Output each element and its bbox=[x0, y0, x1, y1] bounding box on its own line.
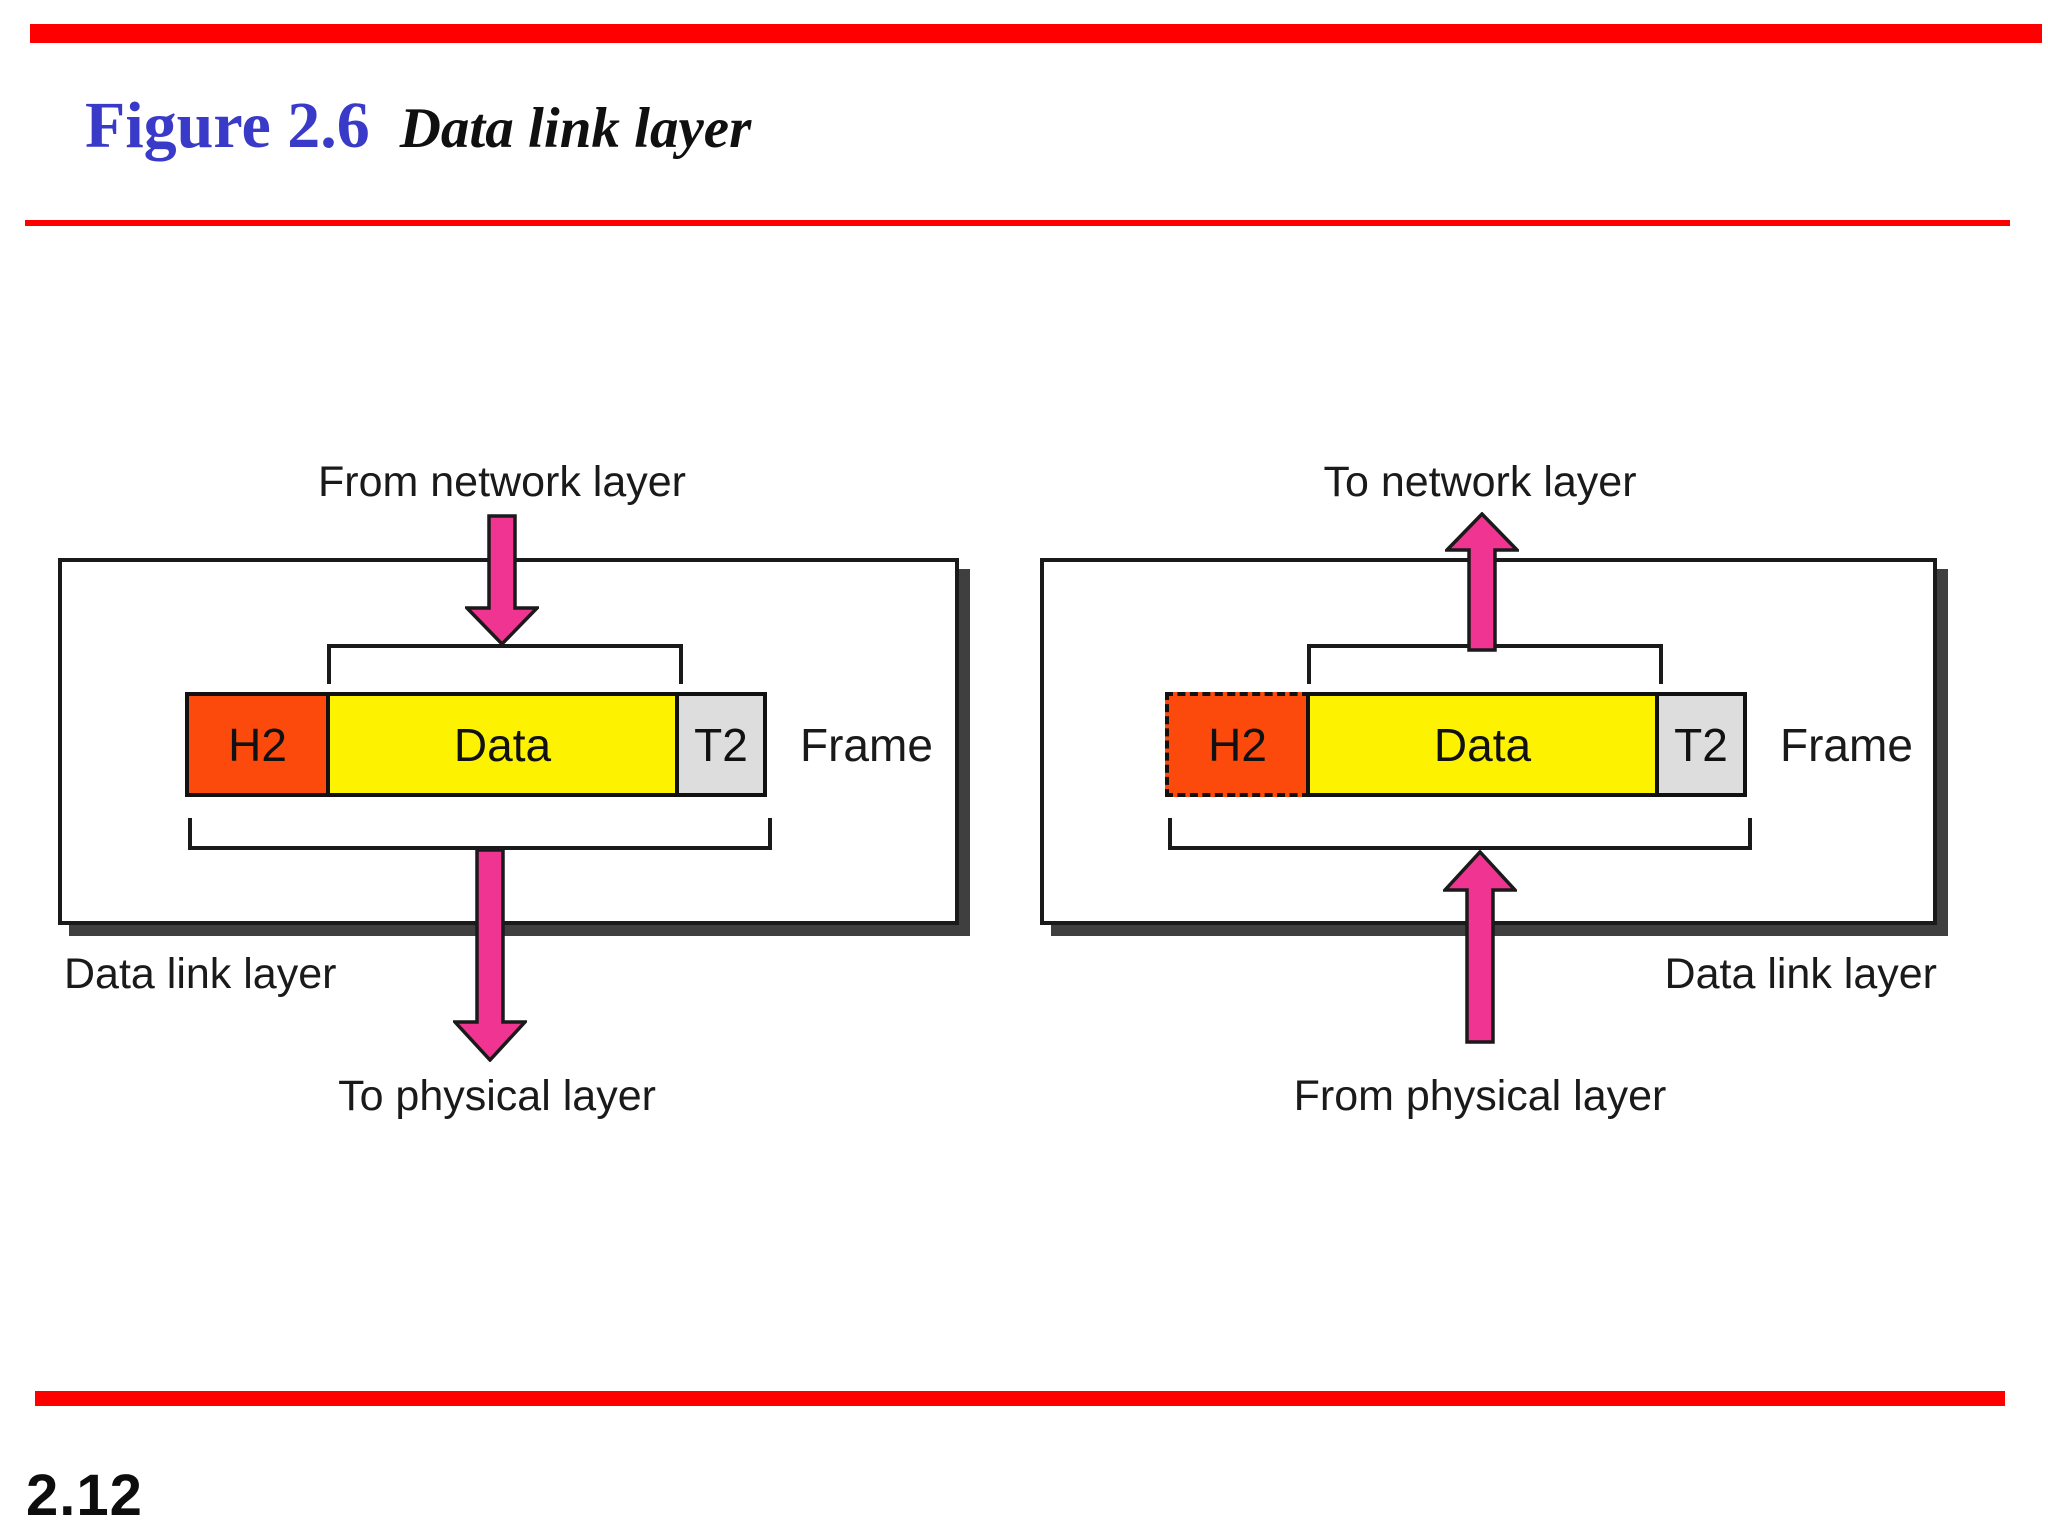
right-bottom-bracket-left-tick bbox=[1168, 818, 1172, 850]
left-frame-header-cell: H2 bbox=[185, 692, 330, 797]
left-arrow-down-from-network-icon bbox=[465, 514, 539, 646]
left-top-bracket bbox=[327, 644, 683, 648]
left-top-bracket-right-tick bbox=[679, 644, 683, 684]
left-top-label: From network layer bbox=[318, 458, 686, 506]
left-frame-trailer-cell: T2 bbox=[675, 692, 767, 797]
left-frame-data-cell: Data bbox=[326, 692, 679, 797]
right-t2-label: T2 bbox=[1674, 718, 1728, 771]
left-bottom-bracket-right-tick bbox=[768, 818, 772, 850]
left-arrow-down-to-physical-icon bbox=[453, 850, 527, 1062]
left-h2-label: H2 bbox=[228, 718, 287, 771]
right-bottom-label: From physical layer bbox=[1293, 1072, 1667, 1120]
bottom-red-bar bbox=[35, 1391, 2005, 1406]
right-h2-label: H2 bbox=[1208, 718, 1267, 771]
left-frame: H2 Data T2 bbox=[185, 692, 767, 797]
right-frame-header-cell-dashed: H2 bbox=[1165, 692, 1310, 797]
right-top-label: To network layer bbox=[1323, 458, 1637, 506]
left-data-label: Data bbox=[453, 718, 552, 771]
right-frame-trailer-cell: T2 bbox=[1655, 692, 1747, 797]
slide-title: Figure 2.6 Data link layer bbox=[85, 88, 751, 164]
left-bottom-bracket-left-tick bbox=[188, 818, 192, 850]
top-red-bar bbox=[30, 24, 2042, 43]
right-data-label: Data bbox=[1433, 718, 1532, 771]
left-bottom-label: To physical layer bbox=[338, 1072, 656, 1120]
right-top-bracket-right-tick bbox=[1659, 644, 1663, 684]
right-layer-label: Data link layer bbox=[1664, 950, 1937, 998]
left-top-bracket-left-tick bbox=[327, 644, 331, 684]
left-bottom-bracket bbox=[188, 846, 772, 850]
right-frame: H2 Data T2 bbox=[1165, 692, 1747, 797]
right-arrow-up-from-physical-icon bbox=[1443, 850, 1517, 1044]
left-layer-label: Data link layer bbox=[64, 950, 337, 998]
page-number: 2.12 bbox=[26, 1463, 143, 1528]
right-frame-caption: Frame bbox=[1780, 719, 1913, 771]
right-bottom-bracket-right-tick bbox=[1748, 818, 1752, 850]
left-t2-label: T2 bbox=[694, 718, 748, 771]
title-underline-rule bbox=[25, 220, 2010, 226]
right-bottom-bracket bbox=[1168, 846, 1752, 850]
right-arrow-up-to-network-icon bbox=[1445, 512, 1519, 652]
figure-caption: Data link layer bbox=[399, 97, 752, 160]
figure-number: Figure 2.6 bbox=[85, 89, 370, 162]
left-frame-caption: Frame bbox=[800, 719, 933, 771]
right-top-bracket-left-tick bbox=[1307, 644, 1311, 684]
right-frame-data-cell: Data bbox=[1306, 692, 1659, 797]
